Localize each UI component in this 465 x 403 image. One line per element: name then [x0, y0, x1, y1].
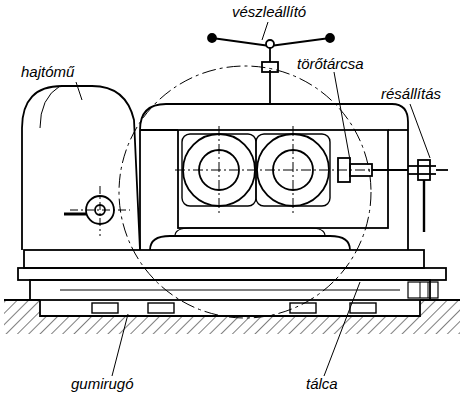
part-label: hajtómű — [20, 64, 75, 80]
part-label: törőtárcsa — [296, 56, 365, 72]
part-label: gumirugó — [70, 376, 135, 392]
part-label: tálca — [305, 376, 339, 392]
part-label: résállítás — [380, 86, 442, 102]
part-label: vészleállító — [231, 4, 307, 20]
